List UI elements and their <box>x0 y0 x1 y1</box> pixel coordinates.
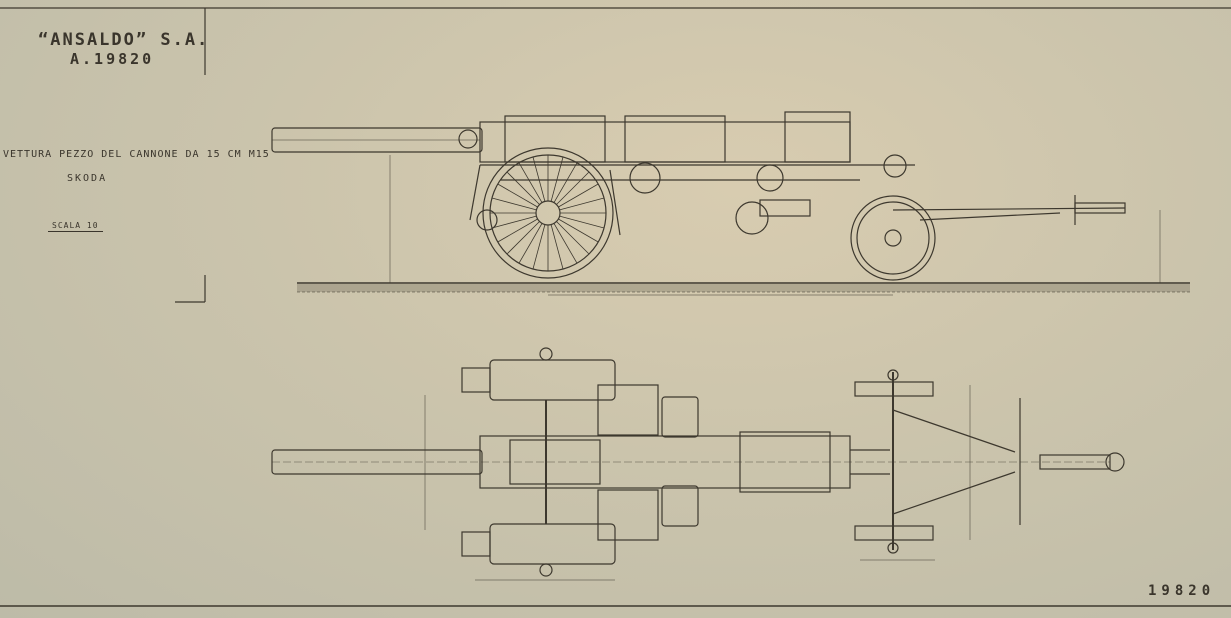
scale-label: SCALA 10 <box>48 221 103 232</box>
wheel-spoke <box>556 171 590 205</box>
wheel-spoke <box>553 223 578 264</box>
wheel-spoke <box>491 215 537 229</box>
wheel-spoke <box>506 171 540 205</box>
frame-lines <box>0 7 1231 607</box>
manufacturer: SKODA <box>67 173 108 184</box>
wheel-spoke <box>558 183 599 208</box>
wheel-spoke <box>518 162 543 203</box>
drawing-title: VETTURA PEZZO DEL CANNONE DA 15 CM M15 <box>3 149 270 160</box>
wheel-spoke <box>491 197 537 211</box>
wheel-spoke <box>550 224 564 270</box>
side-elevation-view <box>271 111 1190 296</box>
wheel-spoke <box>497 218 538 243</box>
wheel-spoke <box>559 215 605 229</box>
wheel-spoke <box>532 156 546 202</box>
wheel-spoke <box>532 224 546 270</box>
wheel-spoke <box>550 156 564 202</box>
company-name: “ANSALDO” S.A. <box>38 30 210 50</box>
wheel-spoke <box>518 223 543 264</box>
wheel-spoke <box>559 197 605 211</box>
plan-view <box>271 347 1125 581</box>
drawing-number: A.19820 <box>70 50 155 68</box>
wheel-spokes <box>490 155 606 271</box>
wheel-spoke <box>556 221 590 255</box>
wheel-spoke <box>558 218 599 243</box>
wheel-spoke <box>497 183 538 208</box>
wheel-spoke <box>506 221 540 255</box>
sheet-number: 19820 <box>1148 583 1216 599</box>
wheel-spoke <box>553 162 578 203</box>
